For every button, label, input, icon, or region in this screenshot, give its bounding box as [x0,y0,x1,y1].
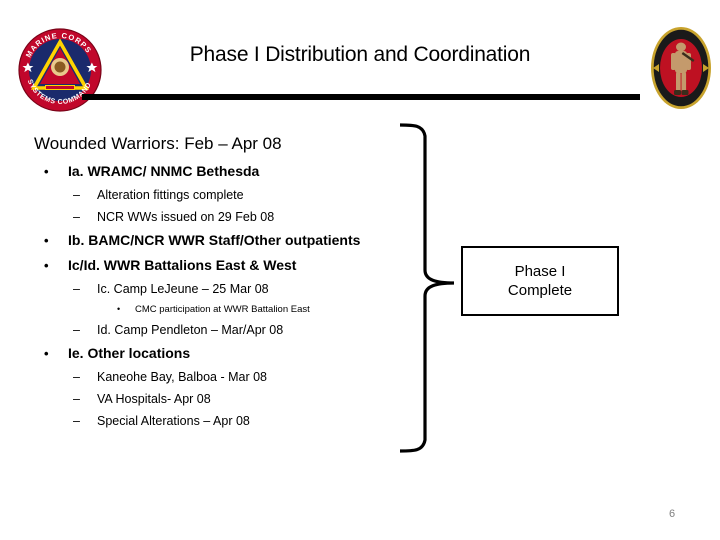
bullet-text: Id. Camp Pendleton – Mar/Apr 08 [97,323,284,337]
bullet-text: CMC participation at WWR Battalion East [135,304,310,315]
bullet-text: Ie. Other locations [68,345,191,361]
page-title: Phase I Distribution and Coordination [189,43,531,66]
bullet-item-l2: – NCR WWs issued on 29 Feb 08 [34,206,414,228]
bullet-marker-icon: • [44,346,49,361]
bullet-text: VA Hospitals- Apr 08 [97,392,211,406]
bullet-text: Ib. BAMC/NCR WWR Staff/Other outpatients [68,232,361,248]
marine-corps-systems-command-seal-icon: MARINE CORPS SYSTEMS COMMAND [18,28,102,112]
bullet-item-l2: – VA Hospitals- Apr 08 [34,388,414,410]
marine-expeditionary-seal-icon [650,26,712,110]
bullet-list: • Ia. WRAMC/ NNMC Bethesda – Alteration fit… [34,159,414,432]
bullet-text: Kaneohe Bay, Balboa - Mar 08 [97,370,268,384]
bullet-text: Alteration fittings complete [97,188,244,202]
bullet-item-l1: • Ic/Id. WWR Battalions East & West [34,253,414,278]
bullet-item-l2: – Special Alterations – Apr 08 [34,410,414,432]
body-lead-heading: Wounded Warriors: Feb – Apr 08 [34,134,282,153]
bullet-marker-icon: – [73,188,80,202]
callout-line-2: Complete [507,282,573,299]
bullet-item-l2: – Ic. Camp LeJeune – 25 Mar 08 [34,278,414,300]
callout-line-1: Phase I [514,263,566,280]
bullet-marker-icon: • [44,233,49,248]
phase-complete-callout: Phase I Complete [461,246,619,316]
bullet-marker-icon: • [44,164,49,179]
bullet-marker-icon: • [44,258,49,273]
grouping-brace-icon [396,120,460,456]
bullet-item-l3: • CMC participation at WWR Battalion East [34,300,414,319]
page-number: 6 [668,508,676,520]
bullet-marker-icon: – [73,282,80,296]
slide-body: Wounded Warriors: Feb – Apr 08 • Ia. WRAM… [34,132,414,432]
bullet-marker-icon: – [73,210,80,224]
bullet-item-l1: • Ia. WRAMC/ NNMC Bethesda [34,159,414,184]
bullet-text: Ic/Id. WWR Battalions East & West [68,257,297,273]
bullet-item-l1: • Ie. Other locations [34,341,414,366]
bullet-text: Ic. Camp LeJeune – 25 Mar 08 [97,282,269,296]
bullet-marker-icon: – [73,414,80,428]
bullet-text: Special Alterations – Apr 08 [97,414,250,428]
title-divider-rule [82,94,640,100]
bullet-text: Ia. WRAMC/ NNMC Bethesda [68,163,260,179]
bullet-item-l2: – Kaneohe Bay, Balboa - Mar 08 [34,366,414,388]
bullet-item-l1: • Ib. BAMC/NCR WWR Staff/Other outpatient… [34,228,414,253]
bullet-text: NCR WWs issued on 29 Feb 08 [97,210,275,224]
bullet-marker-icon: – [73,392,80,406]
bullet-marker-icon: – [73,370,80,384]
bullet-item-l2: – Alteration fittings complete [34,184,414,206]
bullet-marker-icon: • [117,304,121,314]
bullet-marker-icon: – [73,323,80,337]
bullet-item-l2: – Id. Camp Pendleton – Mar/Apr 08 [34,319,414,341]
